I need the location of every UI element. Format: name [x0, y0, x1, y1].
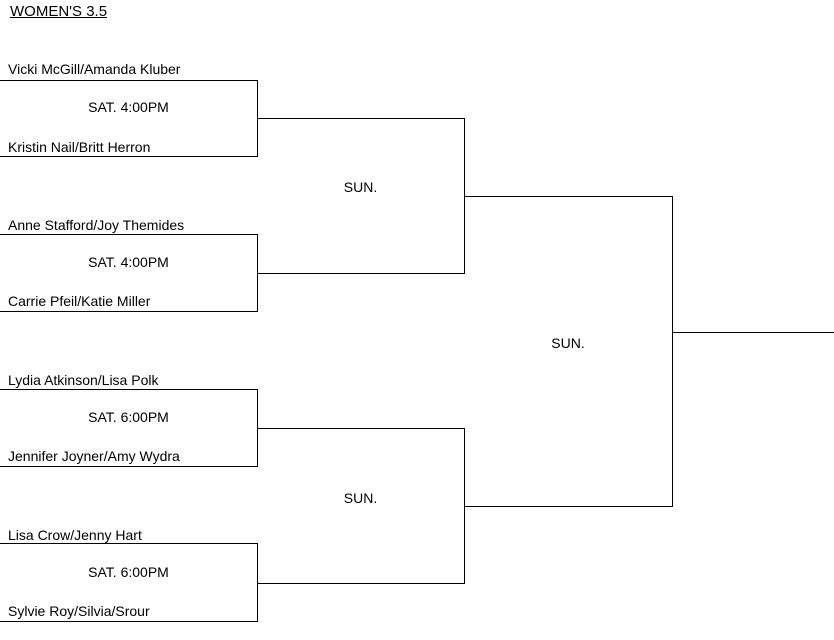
team-name: Vicki McGill/Amanda Kluber — [8, 61, 181, 77]
match-time: SUN. — [551, 335, 585, 351]
team-name: Anne Stafford/Joy Themides — [8, 217, 185, 233]
match-time: SAT. 4:00PM — [88, 99, 169, 115]
bracket-line — [0, 389, 257, 390]
bracket-line — [464, 196, 672, 197]
bracket-line — [672, 196, 673, 507]
bracket-line — [0, 543, 257, 544]
bracket-line — [257, 428, 464, 429]
team-name: Kristin Nail/Britt Herron — [8, 139, 151, 155]
team-name: Lydia Atkinson/Lisa Polk — [8, 372, 159, 388]
team-name: Lisa Crow/Jenny Hart — [8, 527, 142, 543]
bracket-line — [0, 156, 257, 157]
team-name: Sylvie Roy/Silvia/Srour — [8, 603, 150, 619]
bracket-line — [0, 621, 257, 622]
bracket-line — [0, 80, 257, 81]
bracket-title: WOMEN'S 3.5 — [10, 3, 108, 20]
match-time: SAT. 6:00PM — [88, 564, 169, 580]
bracket-line — [464, 506, 672, 507]
team-name: Jennifer Joyner/Amy Wydra — [8, 448, 180, 464]
bracket-line — [257, 543, 258, 622]
bracket-line — [672, 332, 834, 333]
bracket-line — [257, 273, 464, 274]
bracket-line — [0, 466, 257, 467]
team-name: Carrie Pfeil/Katie Miller — [8, 293, 151, 309]
bracket-line — [0, 311, 257, 312]
bracket-line — [257, 118, 464, 119]
match-time: SAT. 4:00PM — [88, 254, 169, 270]
bracket-line — [0, 234, 257, 235]
bracket-line — [257, 583, 464, 584]
match-time: SUN. — [343, 179, 378, 195]
match-time: SUN. — [343, 490, 378, 506]
match-time: SAT. 6:00PM — [88, 409, 169, 425]
